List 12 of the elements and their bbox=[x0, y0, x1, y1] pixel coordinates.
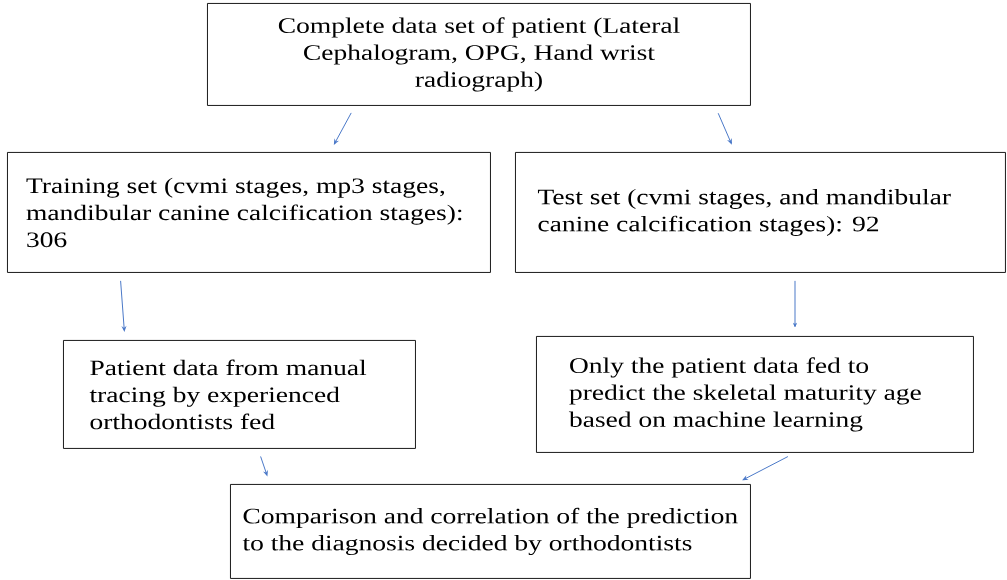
process-box: Only the patient data fed to predict the skeletal maturity age based on machine learning bbox=[536, 336, 974, 453]
process-box: Test set (cvmi stages, and mandibular canine calcification stages): 92 bbox=[515, 152, 1006, 273]
arrow bbox=[793, 280, 797, 328]
process-box: Patient data from manual tracing by experienced orthodontists fed bbox=[63, 340, 416, 449]
arrow bbox=[333, 112, 352, 145]
arrow bbox=[120, 280, 126, 332]
arrow bbox=[742, 456, 789, 481]
arrow bbox=[260, 455, 268, 476]
process-box: Comparison and correlation of the prediction to the diagnosis decided by orthodontists bbox=[230, 484, 751, 579]
process-box: Complete data set of patient (Lateral Cephalogram, OPG, Hand wrist radiograph) bbox=[207, 3, 751, 106]
process-box: Training set (cvmi stages, mp3 stages, mandibular canine calcification stages): 306 bbox=[7, 152, 491, 273]
arrow bbox=[717, 112, 732, 144]
